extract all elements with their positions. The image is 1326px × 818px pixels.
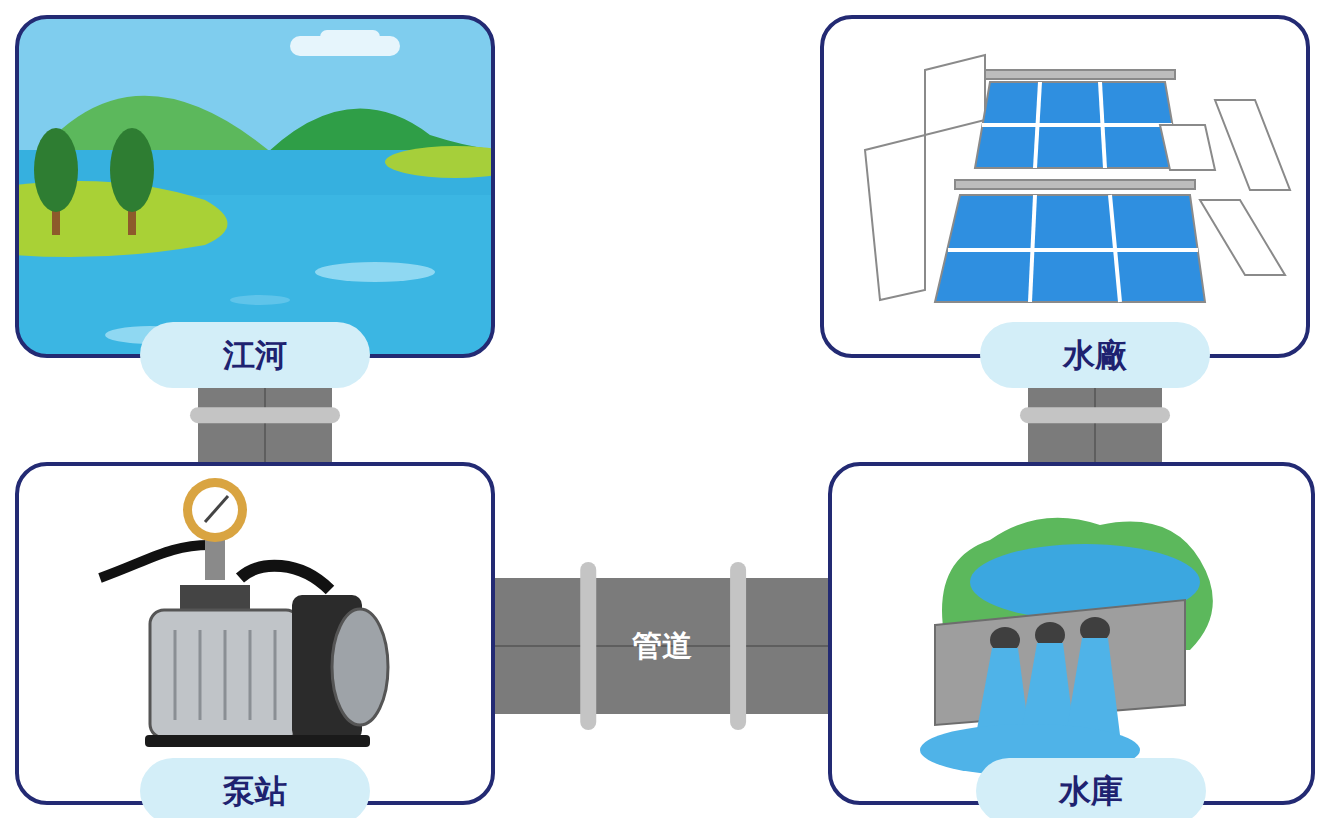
station-box: 泵站 xyxy=(15,462,495,805)
reservoir-picture xyxy=(920,518,1213,776)
pipe-ring xyxy=(580,570,596,722)
pipe-body xyxy=(495,578,828,714)
station-box: 水庫 xyxy=(828,462,1315,805)
water-pipe xyxy=(495,570,828,722)
pump-picture xyxy=(100,478,388,747)
pipe-label: 管道 xyxy=(632,628,692,664)
river-picture xyxy=(17,17,493,356)
pipe-ring xyxy=(730,570,746,722)
station-label: 水庫 xyxy=(976,758,1206,818)
box-ground xyxy=(15,462,495,805)
box-ground xyxy=(820,15,1310,358)
pipe-ring xyxy=(198,407,332,423)
box-ground xyxy=(828,462,1315,805)
station-box: 水廠 xyxy=(820,15,1310,358)
station-label: 江河 xyxy=(140,322,370,388)
station-label: 水廠 xyxy=(980,322,1210,388)
station-box: 江河 xyxy=(15,15,495,358)
water-plant-picture xyxy=(865,55,1290,302)
station-label: 泵站 xyxy=(140,758,370,818)
pipe-ring xyxy=(1028,407,1162,423)
